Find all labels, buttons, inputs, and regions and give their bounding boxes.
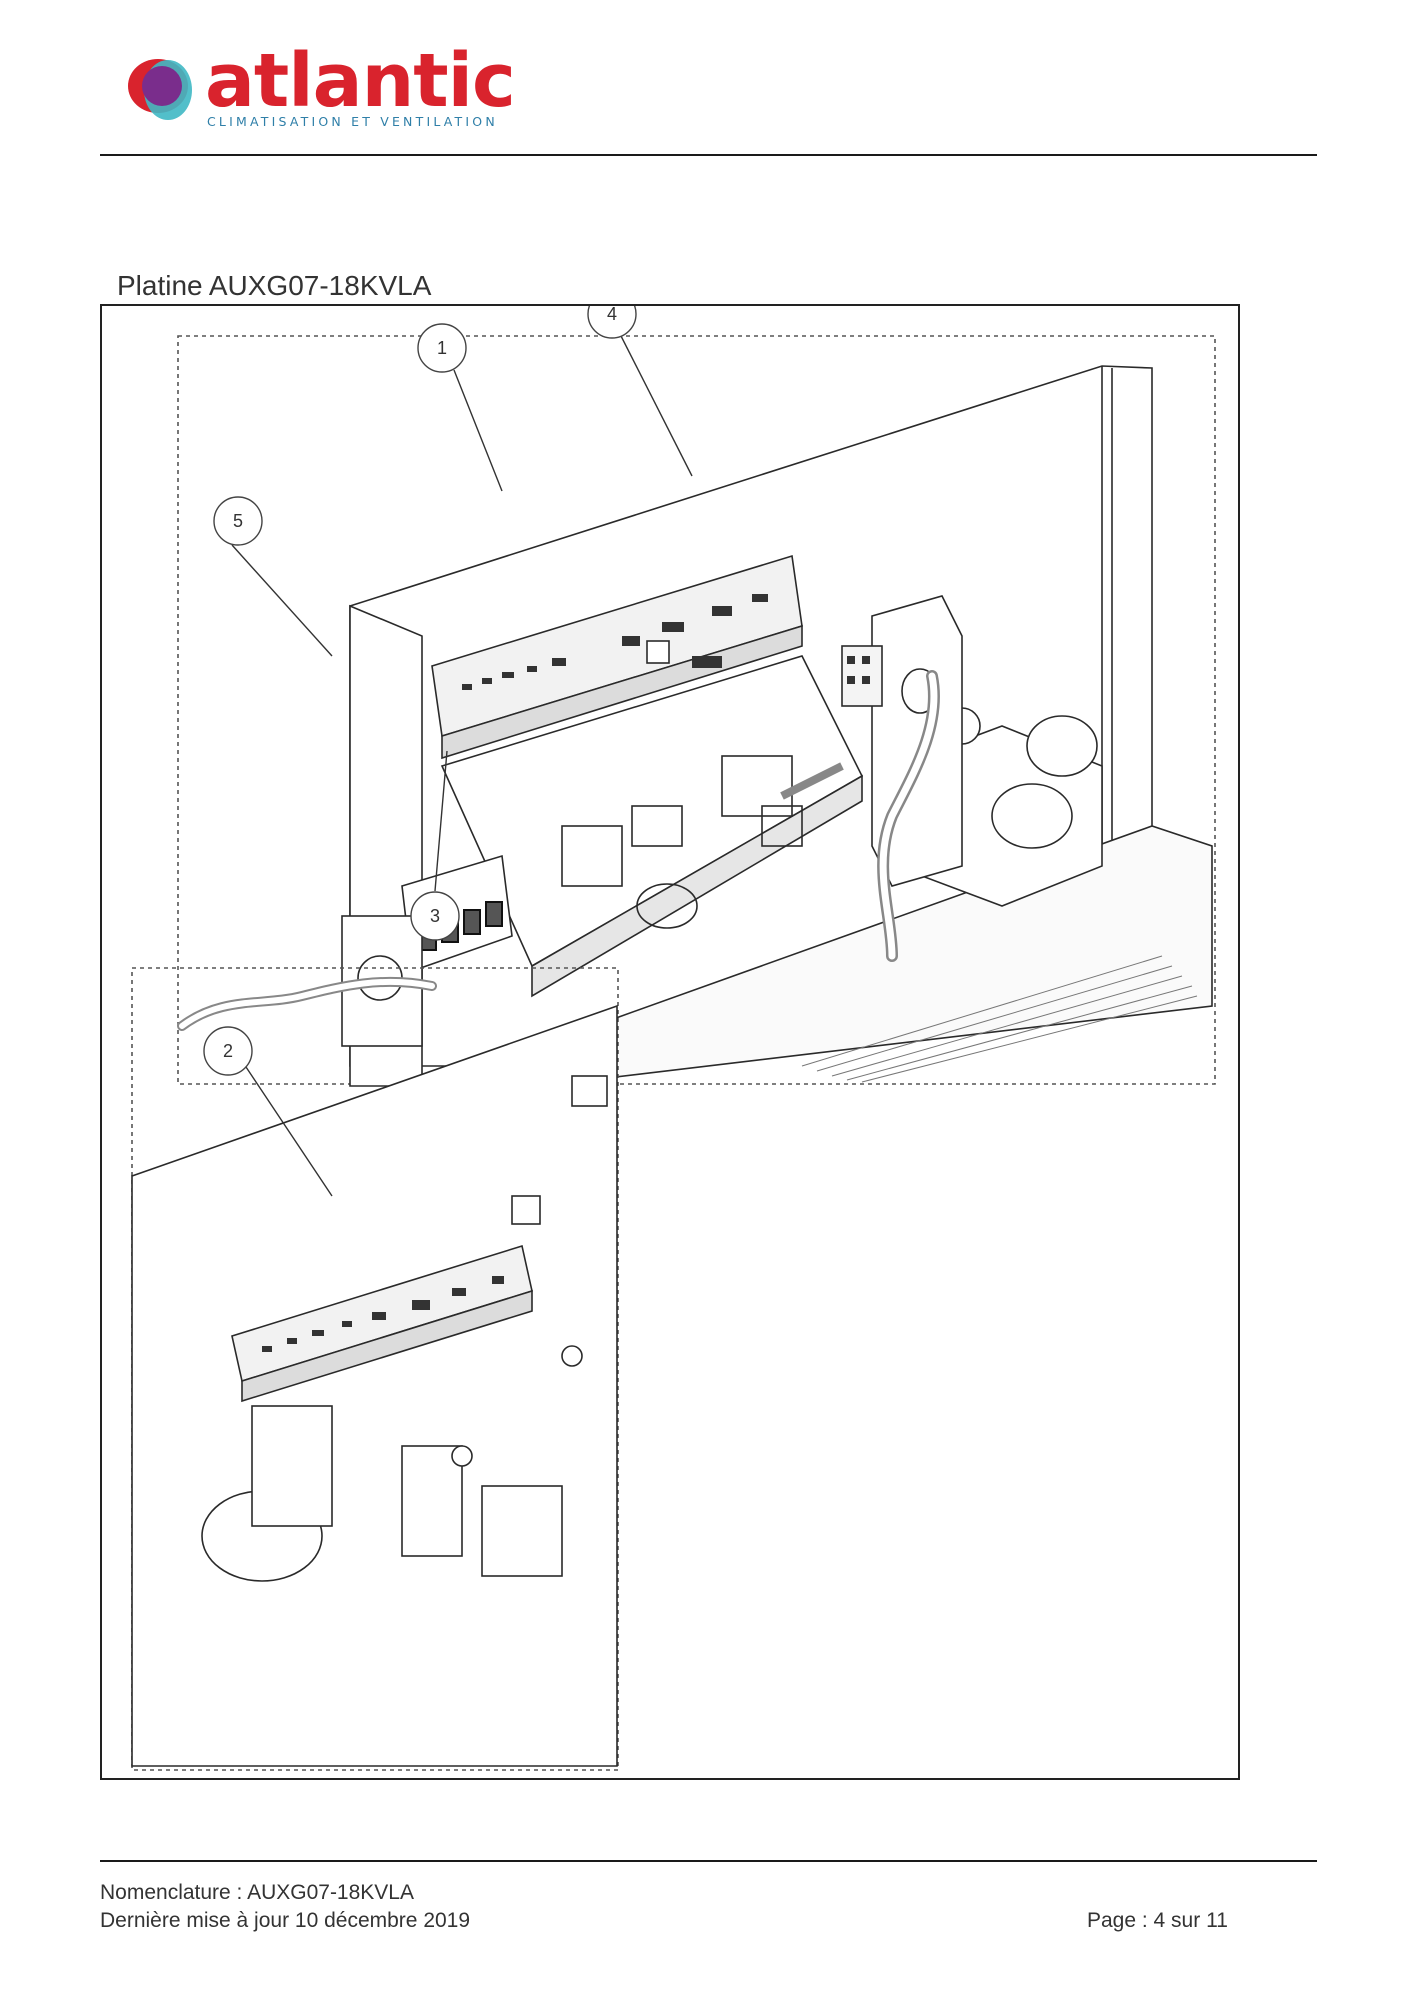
- exploded-view-drawing: 1 4 5 3 2: [131, 306, 1216, 1771]
- capacitor-terminals: [847, 656, 870, 684]
- pcb-components: [462, 594, 768, 690]
- detail-view-inset: [131, 967, 619, 1771]
- callout-label-2: 2: [223, 1041, 233, 1061]
- grille-lines: [801, 955, 1198, 1083]
- callout-label-4: 4: [607, 306, 617, 324]
- detail-chassis: [131, 1004, 618, 1767]
- main-view-inset: [177, 335, 1216, 1085]
- detail-pcb-components: [262, 1276, 504, 1352]
- atlantic-logo-icon: [128, 59, 192, 120]
- callout-label-1: 1: [437, 338, 447, 358]
- brand-name: atlantic: [205, 38, 516, 124]
- callout-label-5: 5: [233, 511, 243, 531]
- section-title: Platine AUXG07-18KVLA: [117, 270, 432, 301]
- callout-label-3: 3: [430, 906, 440, 926]
- callout-circles: [203, 306, 637, 1076]
- footer-page-number: Page : 4 sur 11: [1087, 1909, 1228, 1932]
- footer-divider: [100, 1860, 1317, 1862]
- header-divider: [100, 154, 1317, 156]
- footer-nomenclature: Nomenclature : AUXG07-18KVLA: [100, 1881, 414, 1904]
- footer-last-update: Dernière mise à jour 10 décembre 2019: [100, 1909, 471, 1932]
- figure-frame: [100, 304, 1240, 1780]
- callout-leaders: [231, 333, 693, 1197]
- brand-tagline: CLIMATISATION ET VENTILATION: [207, 114, 498, 129]
